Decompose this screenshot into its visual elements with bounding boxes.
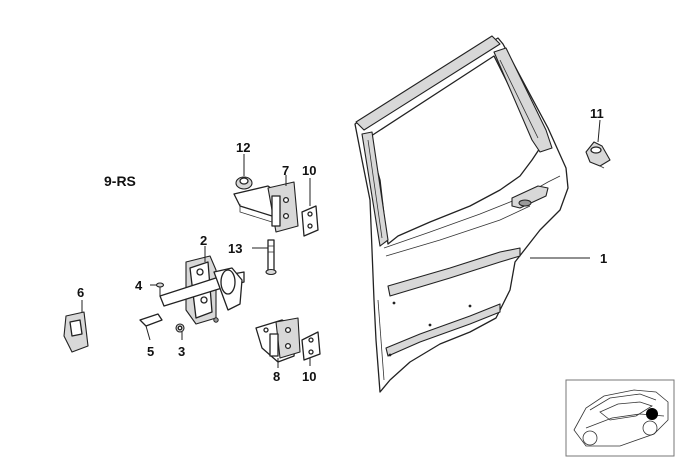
callout-2: 2 [200,233,207,248]
lower-hinge [255,317,301,363]
callout-5: 5 [147,344,154,359]
door-brake [159,255,245,325]
lower-shim-plate [301,331,321,361]
callout-13: 13 [228,241,242,256]
screw-4 [155,282,165,296]
callout-3: 3 [178,344,185,359]
callout-6: 6 [77,285,84,300]
rear-door [354,35,569,393]
callout-1: 1 [600,251,607,266]
callout-12: 12 [236,140,250,155]
leader-lines [81,119,601,368]
callout-10-lower: 10 [302,369,316,384]
group-label: 9-RS [104,173,136,189]
callout-11: 11 [590,106,604,121]
grommet-11 [585,141,611,169]
location-marker-icon [646,408,658,420]
callout-10-upper: 10 [302,163,316,178]
vehicle-locator-inset [565,379,675,457]
callout-4: 4 [135,278,143,293]
pin-5 [139,313,163,327]
callout-7: 7 [282,163,289,178]
bolt-3 [175,323,185,333]
upper-shim-plate [301,205,319,237]
callout-labels: 9-RS 1 2 3 4 5 6 7 8 10 10 11 12 13 [77,106,607,384]
hinge-bolt [265,239,277,276]
cover-6 [63,311,89,353]
callout-8: 8 [273,369,280,384]
upper-hinge [233,181,299,233]
grommet-12 [235,176,253,190]
